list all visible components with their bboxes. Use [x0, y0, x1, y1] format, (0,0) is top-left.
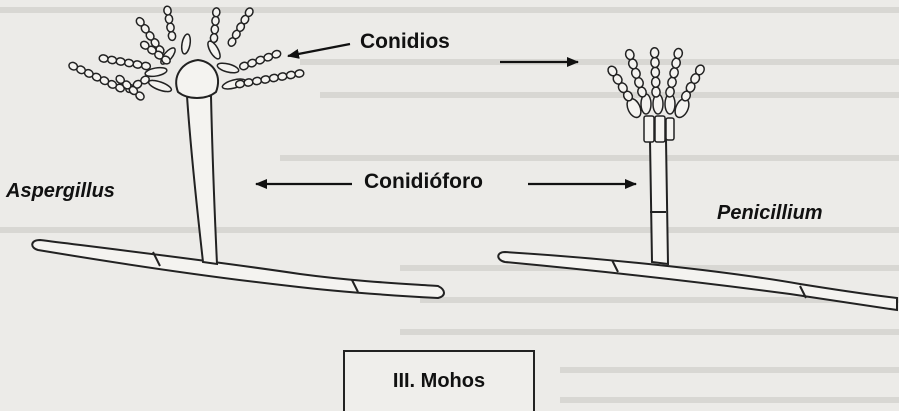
conidium: [163, 6, 172, 16]
penicillium-conidiophore: [650, 140, 668, 264]
conidium: [650, 48, 659, 58]
label-aspergillus: Aspergillus: [6, 180, 115, 203]
conidios-arrow-left: [288, 44, 350, 56]
conidium: [667, 77, 677, 88]
conidium: [116, 57, 126, 66]
conidium: [277, 72, 287, 81]
conidium: [651, 57, 660, 67]
conidium: [107, 56, 117, 65]
conidium: [244, 78, 254, 87]
conidium: [669, 67, 679, 78]
conidium: [673, 48, 683, 59]
conidium: [286, 71, 296, 80]
label-conidioforo: Conidióforo: [364, 170, 483, 194]
conidium: [133, 60, 143, 69]
conidium: [294, 69, 304, 78]
conidium: [260, 75, 270, 84]
conidium: [210, 33, 218, 42]
conidium: [211, 25, 219, 34]
aspergillus-hypha: [32, 240, 444, 298]
aspergillus-conidiophore: [187, 96, 217, 264]
conidium: [652, 87, 661, 97]
conidium: [235, 80, 245, 89]
conidium: [212, 8, 220, 17]
conidium: [168, 31, 177, 41]
conidium: [166, 23, 175, 33]
conidium: [141, 62, 151, 71]
conidium: [651, 67, 660, 77]
conidium: [651, 77, 660, 87]
conidium: [212, 16, 220, 25]
caption-title: III. Mohos: [393, 370, 485, 393]
label-conidios: Conidios: [360, 30, 450, 54]
conidium: [269, 74, 279, 83]
conidium: [99, 54, 109, 63]
caption-box: III. Mohos: [343, 350, 535, 411]
aspergillus-vesicle: [176, 60, 218, 98]
conidium: [165, 14, 174, 24]
conidium: [252, 77, 262, 86]
label-penicillium: Penicillium: [717, 202, 823, 225]
penicillium-branches: [624, 94, 691, 142]
conidium: [124, 59, 134, 68]
